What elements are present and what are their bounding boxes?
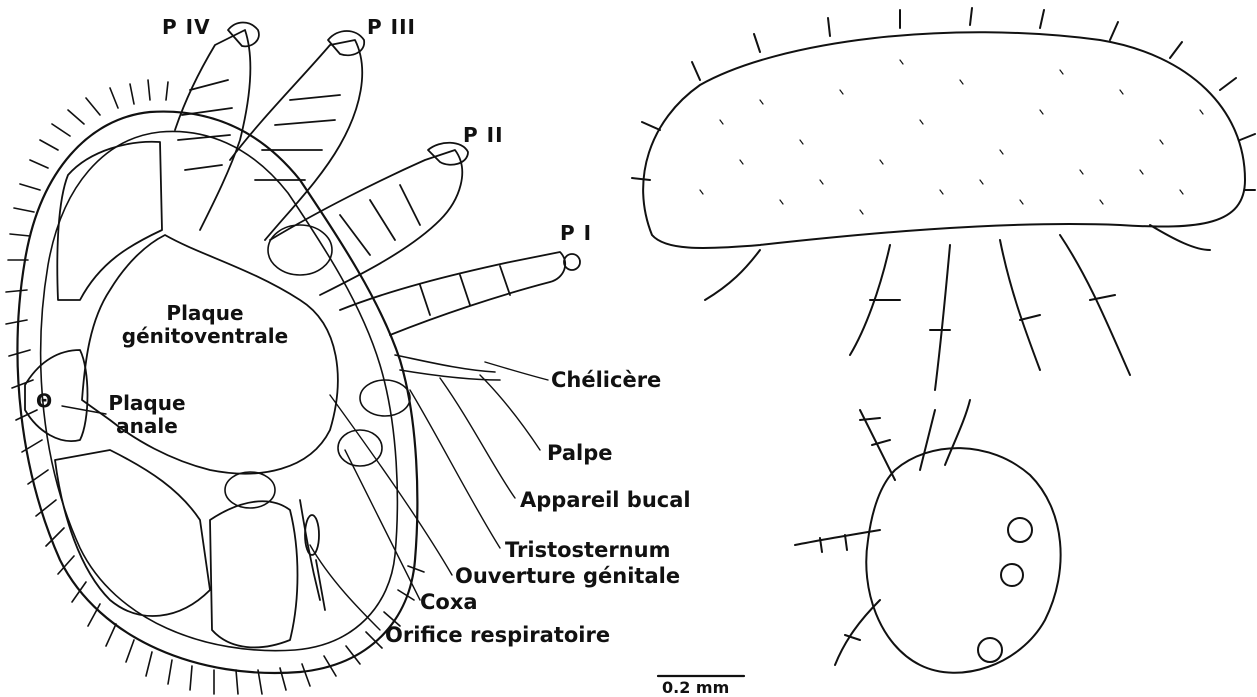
- leg-p2: [270, 143, 468, 295]
- ventral-setae: [6, 80, 424, 694]
- leg-label-p2: P II: [463, 125, 504, 145]
- palpe-label: Palpe: [547, 443, 612, 464]
- plaque-genitoventrale-line1: Plaque: [166, 301, 243, 325]
- plaque-anale-line2: anale: [116, 414, 178, 438]
- leg-p1: [340, 252, 580, 335]
- ouverture-genitale-label: Ouverture génitale: [455, 566, 680, 587]
- plaque-anale-label: Plaque anale: [92, 392, 202, 438]
- chelicere-label: Chélicère: [551, 370, 661, 391]
- lateral-stipple: [700, 60, 1203, 214]
- coxa-label: Coxa: [420, 592, 478, 613]
- tristosternum-label: Tristosternum: [505, 540, 670, 561]
- peritreme: [300, 500, 325, 610]
- leg-label-p4: P IV: [162, 17, 211, 37]
- small-ventral-view: [795, 400, 1061, 673]
- coxae: [225, 225, 410, 508]
- mouthparts: [395, 355, 500, 380]
- orifice-respiratoire-label: Orifice respiratoire: [385, 625, 610, 646]
- plaque-genitoventrale-label: Plaque génitoventrale: [115, 302, 295, 348]
- appareil-bucal-label: Appareil bucal: [520, 490, 691, 511]
- plaque-genitoventrale-line2: génitoventrale: [122, 324, 288, 348]
- scale-bar-label: 0.2 mm: [662, 680, 729, 696]
- lateral-view: [632, 8, 1255, 390]
- plaque-anale-line1: Plaque: [108, 391, 185, 415]
- anal-symbol: Θ: [36, 392, 52, 411]
- leg-label-p1: P I: [560, 223, 592, 243]
- leg-p4: [175, 23, 259, 231]
- leg-label-p3: P III: [367, 17, 416, 37]
